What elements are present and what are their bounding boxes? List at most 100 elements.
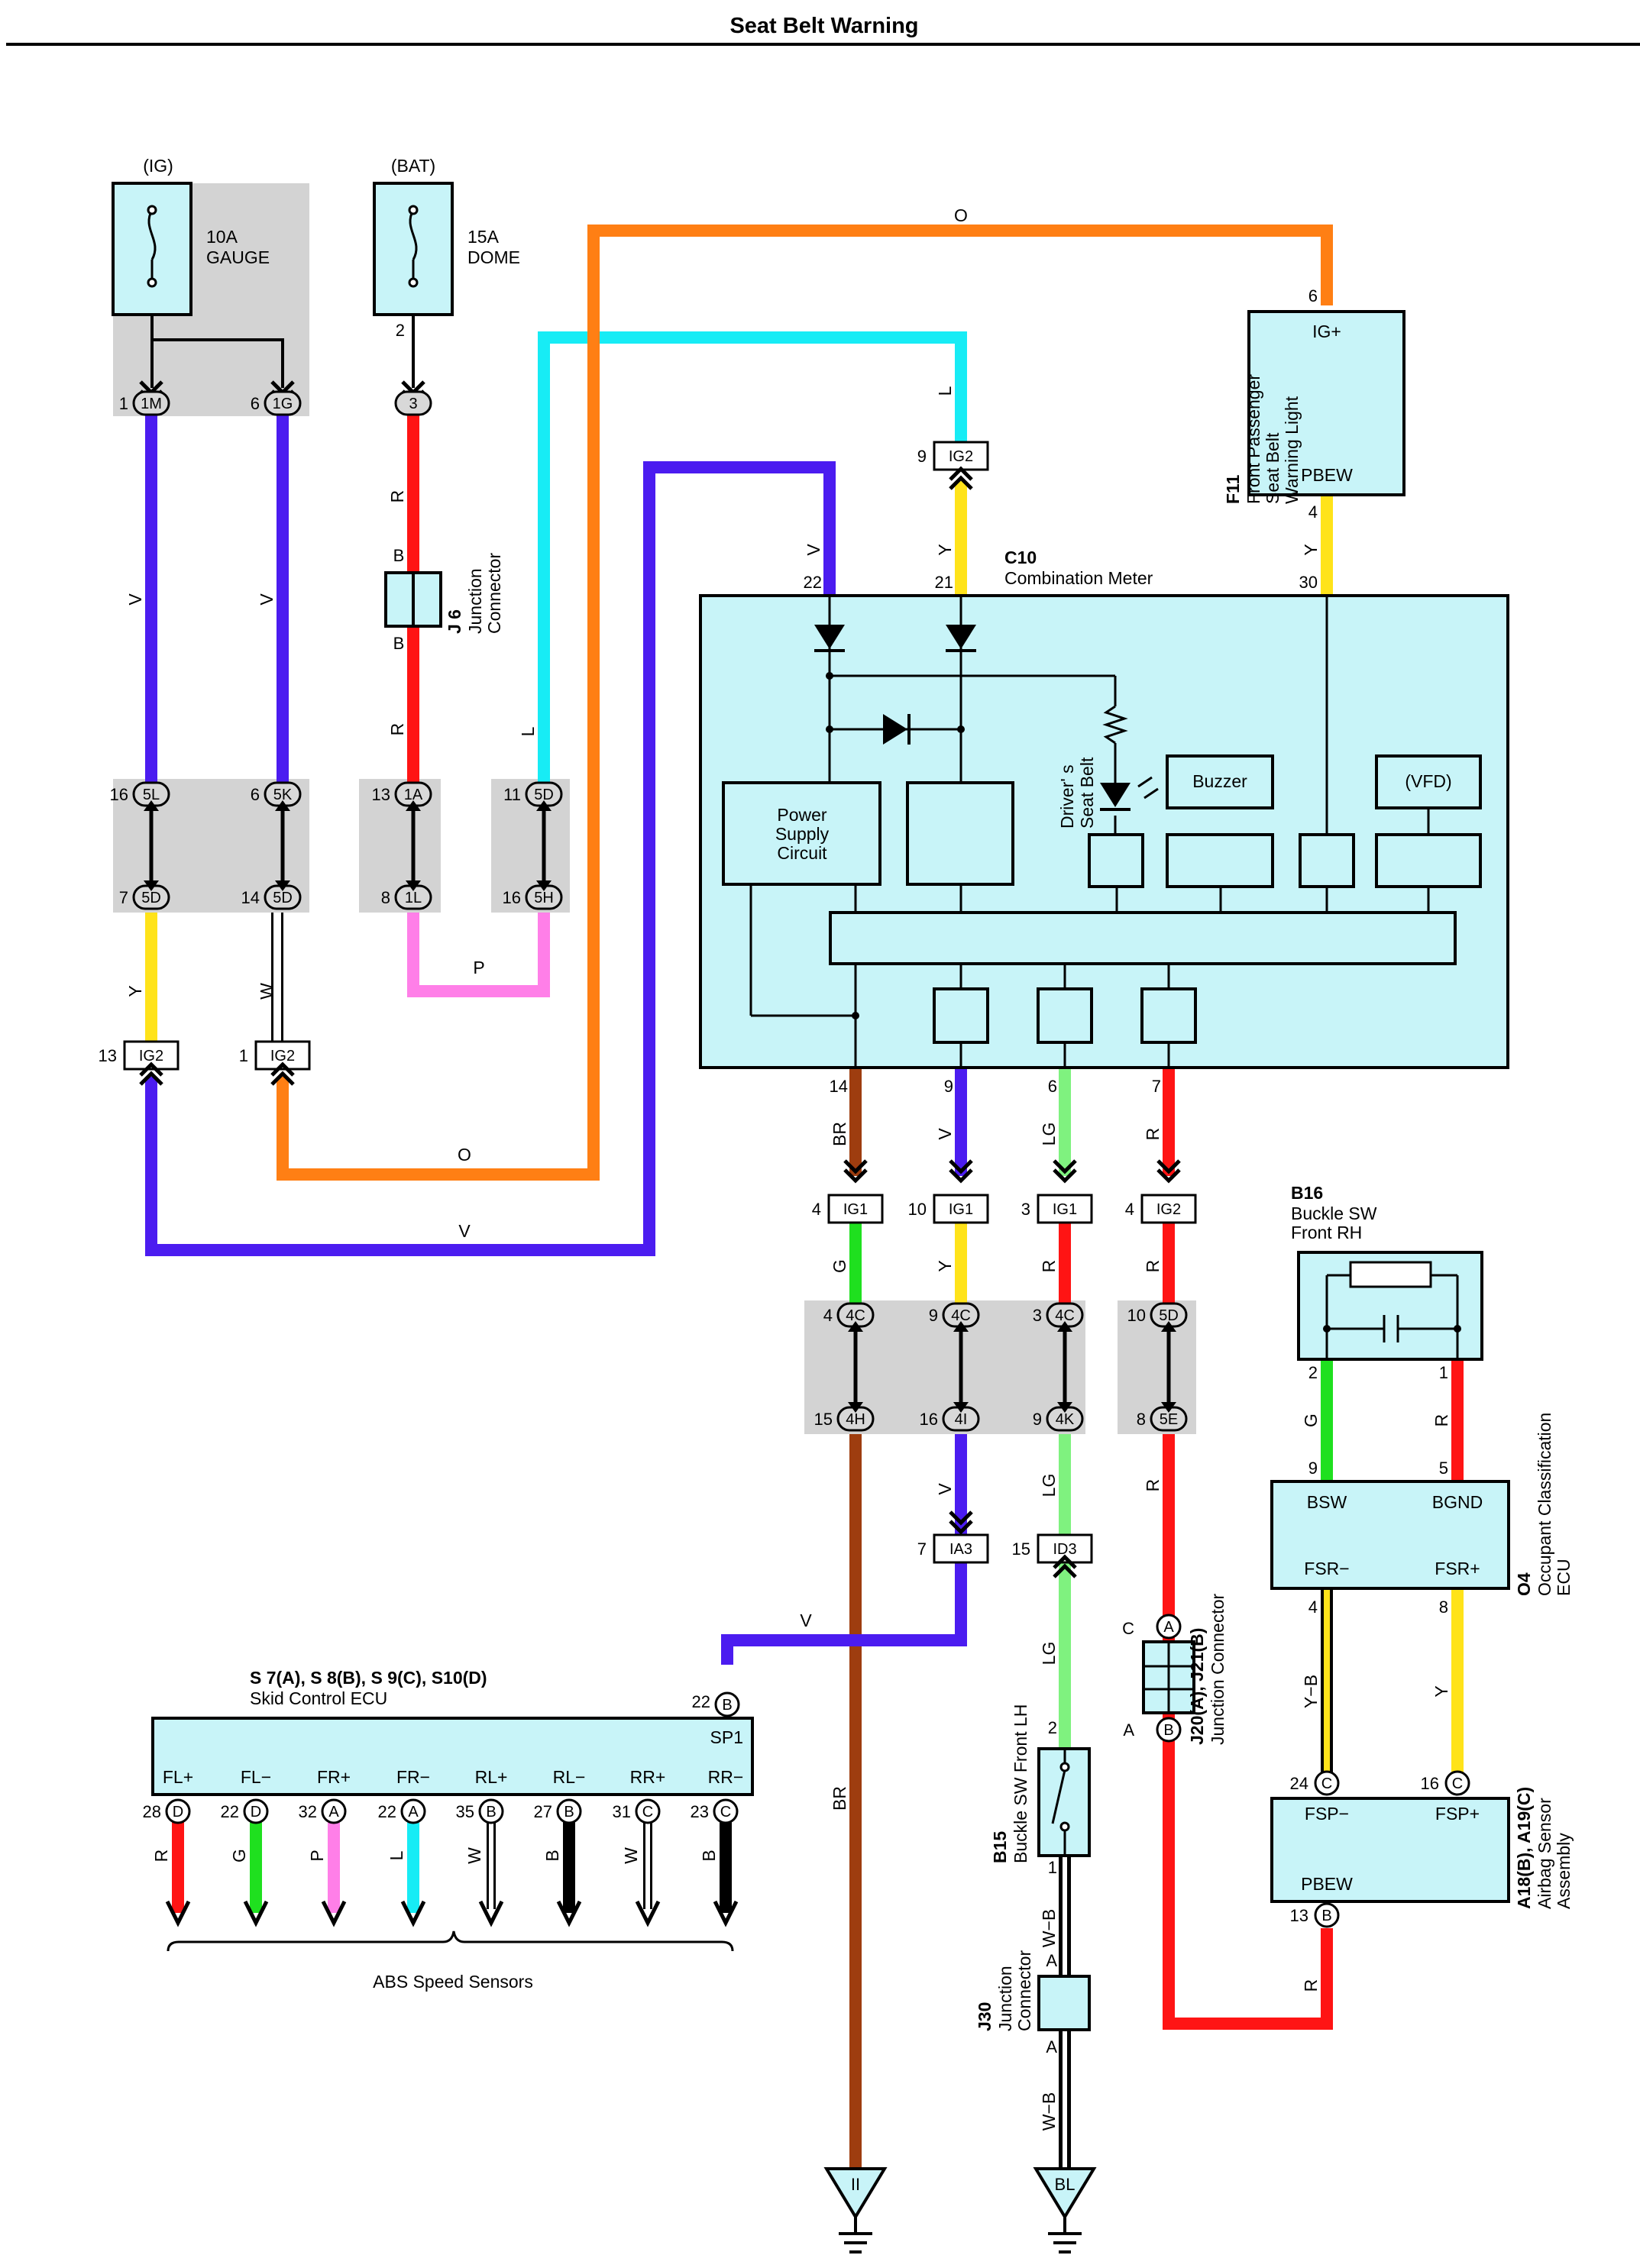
buzzer-box — [1166, 754, 1274, 809]
sensor-arrow-icon — [243, 1900, 269, 1927]
pin-label: 8 — [1439, 1598, 1448, 1617]
skid-pin-name: FL+ — [163, 1767, 193, 1787]
svg-text:9: 9 — [1033, 1410, 1042, 1429]
pin-label: 30 — [1299, 573, 1318, 592]
wire-color-label: G — [1301, 1413, 1321, 1427]
wire-color-label: R — [1143, 1128, 1163, 1141]
pin-label: A — [1123, 1720, 1134, 1740]
pin-label: 7 — [1152, 1077, 1161, 1096]
svg-text:14: 14 — [241, 888, 260, 907]
svg-text:5L: 5L — [143, 787, 160, 803]
b15-code: B15 — [990, 1831, 1010, 1863]
svg-text:7: 7 — [917, 1539, 927, 1559]
chevron-icon — [1053, 1554, 1077, 1578]
wire-color-label: BR — [830, 1122, 849, 1146]
svg-text:13: 13 — [1290, 1906, 1308, 1925]
fuse-bat-rating: 15A — [467, 227, 500, 247]
svg-text:IG1: IG1 — [949, 1201, 973, 1218]
skid-pin-circle — [400, 1798, 426, 1824]
wire-color-label: V — [804, 544, 823, 556]
j6-code: J 6 — [445, 609, 464, 634]
chevron-icon — [843, 1159, 868, 1184]
wire-color-label: R — [1143, 1479, 1163, 1492]
skid-pin-number: 31 — [613, 1802, 631, 1821]
svg-text:5E: 5E — [1160, 1411, 1178, 1428]
wire-color-label: R — [387, 723, 407, 736]
skid-pin-letter: A — [408, 1804, 419, 1821]
pbew-driver-box — [1299, 833, 1355, 888]
wire-p — [407, 913, 550, 997]
wire-o — [277, 225, 1333, 1181]
sensor-arrow-icon — [635, 1900, 661, 1927]
circle-pin: C16 — [1421, 1770, 1470, 1796]
pin-label: A — [1046, 2037, 1057, 2056]
o4-box — [1270, 1480, 1510, 1590]
svg-text:IG1: IG1 — [1053, 1201, 1077, 1218]
wire-color-label: L — [518, 726, 538, 736]
skid-ecu-box — [151, 1717, 754, 1796]
wire-color-label: O — [954, 205, 968, 225]
sensor-arrow-icon — [165, 1900, 191, 1927]
svg-text:IG2: IG2 — [1156, 1201, 1181, 1218]
sensor-wire-label: W — [464, 1847, 484, 1864]
svg-text:1: 1 — [239, 1046, 248, 1065]
connector-pin: 1L8 — [381, 884, 432, 910]
airbag-box — [1270, 1797, 1510, 1903]
wire-color-label: Y−B — [1301, 1675, 1321, 1708]
svg-text:16: 16 — [110, 785, 128, 804]
fuse-15a-icon — [409, 209, 418, 260]
svg-text:24: 24 — [1290, 1774, 1308, 1793]
skid-pin-letter: C — [642, 1804, 653, 1821]
fuse-ig-source: (IG) — [143, 156, 173, 176]
svg-text:IG1: IG1 — [843, 1201, 868, 1218]
svg-text:16: 16 — [503, 888, 521, 907]
svg-text:IG2: IG2 — [949, 448, 973, 465]
pin-label: 2 — [1048, 1718, 1057, 1737]
pin-label: B — [393, 546, 405, 565]
wire-color-label: BR — [830, 1786, 849, 1811]
abs-sensors-label: ABS Speed Sensors — [373, 1972, 533, 1992]
skid-name: Skid Control ECU — [250, 1688, 387, 1708]
f11-pin-bottom: PBEW — [1301, 465, 1353, 485]
svg-text:C: C — [1452, 1775, 1463, 1792]
skid-pin-circle — [165, 1798, 191, 1824]
svg-text:1M: 1M — [141, 396, 162, 412]
wire-color-label: R — [1431, 1414, 1451, 1427]
fuse-10a-icon — [147, 209, 157, 260]
wire-color-label: W−B — [1039, 2092, 1059, 2131]
f11-code: F11 — [1223, 474, 1243, 504]
skid-pin-letter: A — [328, 1804, 339, 1821]
o4-bsw: BSW — [1307, 1492, 1347, 1512]
svg-text:13: 13 — [372, 785, 390, 804]
skid-code: S 7(A), S 8(B), S 9(C), S10(D) — [250, 1668, 487, 1688]
skid-sp1: SP1 — [710, 1727, 743, 1747]
svg-text:C: C — [1321, 1775, 1332, 1792]
pin-label: 9 — [944, 1077, 953, 1096]
svg-text:B: B — [1163, 1722, 1173, 1739]
f11-box — [1247, 310, 1405, 496]
fuse-bat-name: DOME — [467, 247, 520, 267]
c10-inner-box — [906, 781, 1014, 886]
pin-label: B — [393, 634, 405, 653]
svg-text:15: 15 — [1012, 1539, 1030, 1559]
ground-ii-icon: II — [823, 2167, 888, 2253]
pin-label: 4 — [1308, 1598, 1318, 1617]
c10-driver-1: Driver' s — [1057, 764, 1077, 829]
svg-text:4C: 4C — [1055, 1307, 1075, 1324]
c10-code: C10 — [1004, 548, 1037, 567]
svg-text:IG2: IG2 — [139, 1048, 163, 1065]
svg-text:11: 11 — [503, 785, 521, 804]
pin-label: 9 — [1308, 1459, 1318, 1478]
output-box-3 — [1140, 987, 1197, 1044]
f11-line-3: Warning Light — [1282, 396, 1302, 504]
svg-text:10: 10 — [1127, 1306, 1146, 1325]
cpu-box — [829, 911, 1457, 965]
skid-pin-number: 35 — [456, 1802, 474, 1821]
